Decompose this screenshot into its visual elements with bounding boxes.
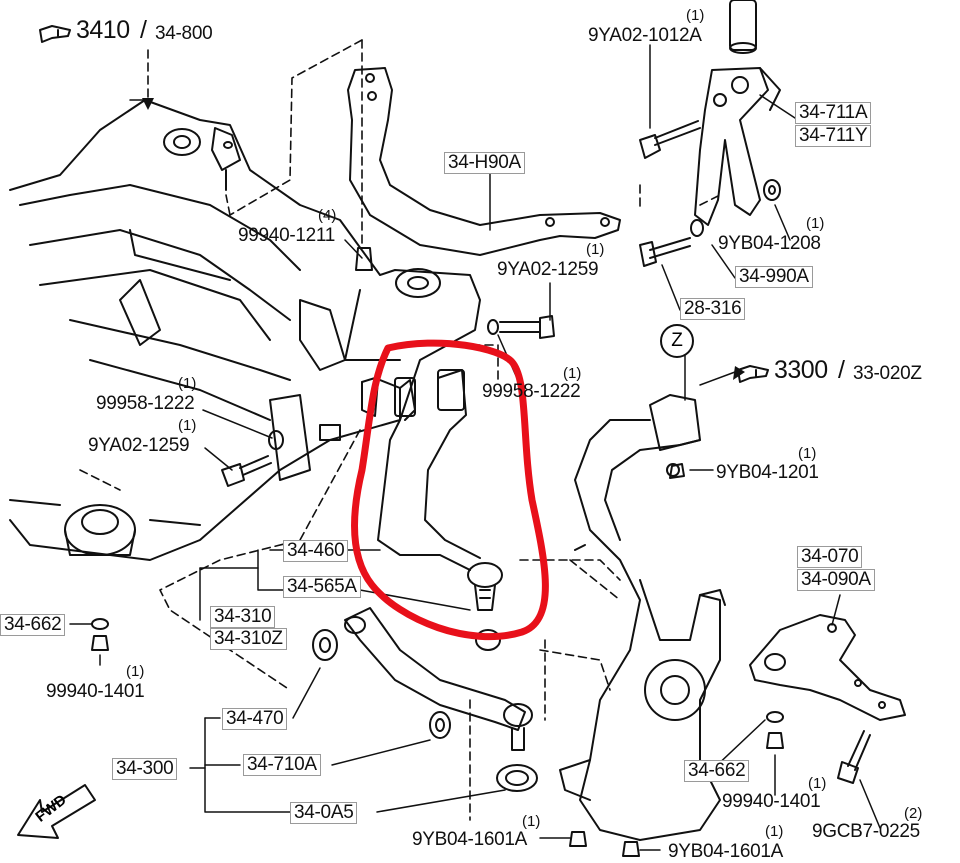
- qty-label: (1): [178, 417, 197, 434]
- part-label-34-310z: 34-310Z: [210, 628, 287, 650]
- part-label-9yb04-1201: 9YB04-1201: [716, 462, 819, 483]
- qty-label: (1): [178, 375, 197, 392]
- qty-label: (1): [522, 813, 541, 830]
- part-label-34-565a: 34-565A: [283, 576, 361, 598]
- qty-label: (1): [126, 663, 145, 680]
- stabilizer-bar: [347, 67, 621, 256]
- qty-label: (1): [563, 365, 582, 382]
- part-label-34-710a: 34-710A: [243, 754, 321, 776]
- part-label-34-460: 34-460: [283, 540, 349, 562]
- part-label-9ya02-1259-top: 9YA02-1259: [497, 259, 599, 280]
- lower-control-arm: [361, 369, 503, 651]
- qty-label: (2): [904, 805, 923, 822]
- part-label-9yb04-1601a-right: 9YB04-1601A: [668, 841, 784, 862]
- part-label-34-070: 34-070: [797, 546, 863, 568]
- part-label-9ya02-1259-left: 9YA02-1259: [88, 435, 190, 456]
- part-label-99940-1401-right: 99940-1401: [722, 791, 821, 812]
- part-label-34-711y: 34-711Y: [795, 125, 872, 147]
- part-label-34-662-left: 34-662: [0, 614, 66, 636]
- part-label-34-0a5: 34-0A5: [290, 802, 358, 824]
- ref-3300-sub: 33-020Z: [853, 363, 922, 384]
- ref-3410-main: 3410: [76, 16, 130, 44]
- qty-label: (4): [318, 207, 337, 224]
- qty-label: (1): [686, 7, 705, 24]
- steering-knuckle: [559, 394, 726, 841]
- part-label-34-090a: 34-090A: [797, 569, 875, 591]
- part-label-34-990a: 34-990A: [735, 266, 813, 288]
- subframe-crossmember: [9, 99, 481, 561]
- part-label-34-300: 34-300: [112, 758, 178, 780]
- part-label-99940-1401-left: 99940-1401: [46, 681, 145, 702]
- part-label-34-711a: 34-711A: [795, 102, 872, 124]
- ball-joint-bracket: [749, 614, 906, 784]
- arrow-heads: [142, 98, 745, 380]
- part-label-9yb04-1601a-left: 9YB04-1601A: [412, 829, 528, 850]
- upper-bolt-set: [355, 219, 704, 271]
- arm-bolt-top: [487, 315, 555, 339]
- pointing-hand-icon: [737, 365, 769, 383]
- part-label-34-662-right: 34-662: [684, 760, 750, 782]
- red-highlight-outline: [351, 339, 549, 641]
- part-label-9gcb7-0225: 9GCB7-0225: [812, 821, 920, 842]
- dashed-assembly-lines: [79, 39, 721, 821]
- fwd-arrow-icon: [17, 784, 96, 839]
- part-label-34-310: 34-310: [210, 606, 276, 628]
- part-label-9ya02-1012a: 9YA02-1012A: [588, 25, 702, 46]
- part-label-28-316: 28-316: [680, 298, 746, 320]
- part-label-99958-1222-left: 99958-1222: [96, 393, 195, 414]
- arm-bolt-left: [221, 430, 284, 487]
- qty-label: (1): [798, 445, 817, 462]
- qty-label: (1): [808, 775, 827, 792]
- part-label-99958-1222-right: 99958-1222: [482, 381, 581, 402]
- part-label-9yb04-1208: 9YB04-1208: [718, 233, 821, 254]
- pointing-hand-icon: [39, 25, 71, 43]
- ref-3410-sub: 34-800: [155, 23, 213, 44]
- ref-3300-main: 3300: [774, 356, 828, 384]
- qty-label: (1): [765, 823, 784, 840]
- part-label-34-h90a: 34-H90A: [444, 152, 525, 174]
- ref-3300-separator: /: [838, 356, 845, 384]
- upper-control-arm: [639, 0, 781, 226]
- qty-label: (1): [586, 241, 605, 258]
- part-label-99940-1211: 99940-1211: [238, 225, 336, 246]
- z-marker: Z: [660, 324, 694, 358]
- part-label-34-470: 34-470: [222, 708, 288, 730]
- tension-rod: [312, 607, 538, 792]
- qty-label: (1): [806, 215, 825, 232]
- small-hardware: [91, 463, 685, 857]
- ref-3410-separator: /: [140, 16, 147, 44]
